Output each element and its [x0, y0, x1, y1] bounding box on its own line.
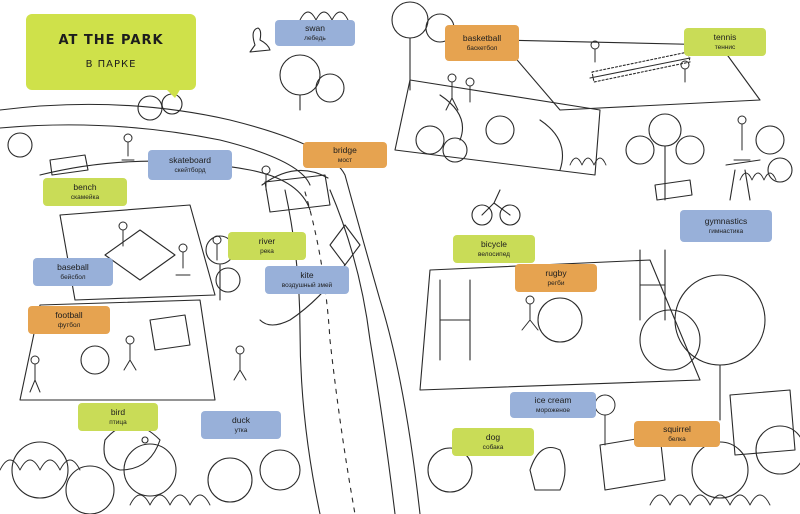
label-basketball: basketball баскетбол	[445, 25, 519, 61]
football-goal	[149, 314, 191, 351]
label-river: river река	[228, 232, 306, 260]
gymnastics-rig	[725, 159, 761, 201]
label-bird: bird птица	[78, 403, 158, 431]
loops	[0, 11, 777, 506]
page-subtitle: В ПАРКЕ	[85, 59, 137, 70]
label-duck-ru: утка	[234, 427, 248, 434]
tennis-net	[589, 57, 691, 79]
label-bridge-en: bridge	[333, 145, 357, 155]
label-bridge-ru: мост	[337, 157, 353, 164]
label-swan-ru: лебедь	[304, 35, 326, 42]
label-squirrel-ru: белка	[668, 436, 686, 443]
label-football-en: football	[55, 310, 83, 320]
label-bicycle-ru: велосипед	[478, 251, 510, 258]
winding-path	[0, 103, 421, 514]
label-baseball-ru: бейсбол	[60, 274, 86, 281]
dog-shape	[529, 446, 566, 491]
label-bench-en: bench	[73, 182, 97, 192]
basketball-court	[394, 79, 601, 176]
label-ice-cream-ru: мороженое	[535, 407, 571, 414]
tennis-net-mesh	[591, 51, 691, 83]
basketball-key	[439, 94, 464, 141]
label-river-en: river	[258, 236, 276, 246]
football-field	[19, 299, 216, 401]
label-swan: swan лебедь	[275, 20, 355, 46]
label-kite-ru: воздушный змей	[281, 282, 333, 289]
label-skateboard-ru: скейтборд	[174, 167, 206, 174]
title-card-pointer	[165, 88, 181, 98]
page-title: AT THE PARK	[58, 33, 164, 48]
label-basketball-ru: баскетбол	[466, 45, 498, 52]
label-football: football футбол	[28, 306, 110, 334]
label-kite-en: kite	[300, 270, 314, 280]
bridge-deck	[264, 174, 331, 213]
trunks	[219, 37, 721, 421]
label-skateboard-en: skateboard	[168, 155, 212, 165]
label-tennis: tennis теннис	[684, 28, 766, 56]
bench-right	[654, 179, 693, 201]
bicycle-wheel-back	[471, 204, 493, 226]
label-squirrel: squirrel белка	[634, 421, 720, 447]
label-bridge: bridge мост	[303, 142, 387, 168]
rugby-field	[419, 259, 701, 391]
label-bird-en: bird	[110, 407, 126, 417]
football-circle	[80, 345, 110, 375]
title-card: AT THE PARK В ПАРКЕ	[26, 14, 196, 90]
label-rugby-ru: регби	[547, 280, 565, 287]
label-gymnastics-ru: гимнастика	[708, 228, 744, 235]
label-baseball: baseball бейсбол	[33, 258, 113, 286]
people	[29, 40, 751, 446]
river-bank-right	[329, 189, 396, 514]
bicycle-wheel-front	[499, 204, 521, 226]
label-basketball-en: basketball	[462, 33, 502, 43]
label-tennis-en: tennis	[713, 32, 737, 42]
label-gymnastics: gymnastics гимнастика	[680, 210, 772, 242]
label-baseball-en: baseball	[57, 262, 89, 272]
label-river-ru: река	[260, 248, 274, 255]
label-skateboard: skateboard скейтборд	[148, 150, 232, 180]
bench-left	[49, 154, 89, 176]
squirrel-sign	[729, 389, 796, 456]
label-duck-en: duck	[232, 415, 250, 425]
label-ice-cream-en: ice cream	[534, 395, 572, 405]
bridge-rail	[261, 169, 329, 186]
basketball-arc	[539, 119, 564, 171]
label-dog-ru: собака	[482, 444, 504, 451]
label-kite: kite воздушный змей	[265, 266, 349, 294]
label-dog: dog собака	[452, 428, 534, 456]
baseball-diamond	[104, 229, 176, 281]
label-duck: duck утка	[201, 411, 281, 439]
rugby-circle	[537, 297, 583, 343]
label-dog-en: dog	[485, 432, 501, 442]
label-bench-ru: скамейка	[70, 194, 100, 201]
label-gymnastics-en: gymnastics	[704, 216, 748, 226]
label-ice-cream: ice cream мороженое	[510, 392, 596, 418]
label-tennis-ru: теннис	[714, 44, 736, 51]
label-football-ru: футбол	[57, 322, 81, 329]
rugby-posts-2	[639, 249, 666, 321]
rugby-posts	[439, 279, 471, 361]
label-rugby-en: rugby	[545, 268, 567, 278]
bird-eye	[141, 436, 149, 444]
label-bench: bench скамейка	[43, 178, 127, 206]
label-squirrel-en: squirrel	[663, 424, 691, 434]
label-bicycle: bicycle велосипед	[453, 235, 535, 263]
label-bird-ru: птица	[109, 419, 127, 426]
winding-path-edge	[0, 124, 311, 186]
tennis-court	[499, 39, 761, 111]
label-rugby: rugby регби	[515, 264, 597, 292]
bicycle-frame	[481, 189, 511, 216]
bird-shape	[103, 424, 161, 471]
river-lane	[304, 191, 356, 514]
label-swan-en: swan	[305, 23, 325, 33]
label-bicycle-en: bicycle	[481, 239, 507, 249]
swan-shape	[249, 27, 271, 53]
